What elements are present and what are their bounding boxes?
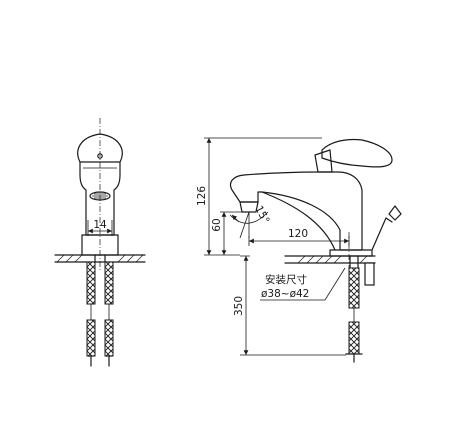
- dim-front-width: 14: [93, 219, 107, 231]
- front-slab-hatch: [56, 254, 144, 263]
- side-hose-upper: [348, 267, 360, 309]
- install-label: 安装尺寸: [265, 273, 307, 286]
- side-pipe-right: [364, 262, 375, 286]
- dim-hose-length: 350: [233, 296, 245, 316]
- front-slab: [54, 254, 146, 263]
- front-hose-right-upper: [104, 261, 114, 305]
- side-body-outline: [229, 171, 363, 251]
- side-view: [229, 138, 402, 363]
- dim-spout-reach: 120: [288, 228, 308, 240]
- front-hose-right-lower: [104, 319, 114, 357]
- dim-spout-height: 60: [211, 218, 223, 231]
- install-hole-range: ø38~ø42: [261, 288, 309, 300]
- side-slab-hatch: [297, 255, 368, 264]
- install-leader: [260, 267, 346, 301]
- side-spout-tip: [239, 201, 259, 213]
- dimension-lines: 126 60 15° 120 350 安装尺寸 ø38~ø42: [196, 137, 350, 356]
- dim-spout-angle: 15°: [252, 204, 271, 226]
- front-view: 14: [54, 118, 146, 367]
- front-hose-left-upper: [86, 261, 96, 305]
- side-hose-lower: [348, 321, 360, 355]
- side-popup-rod: [371, 205, 402, 251]
- side-lever-handle: [321, 138, 393, 168]
- dim-total-height: 126: [196, 186, 208, 206]
- side-base: [329, 249, 373, 257]
- front-hose-left-lower: [86, 319, 96, 357]
